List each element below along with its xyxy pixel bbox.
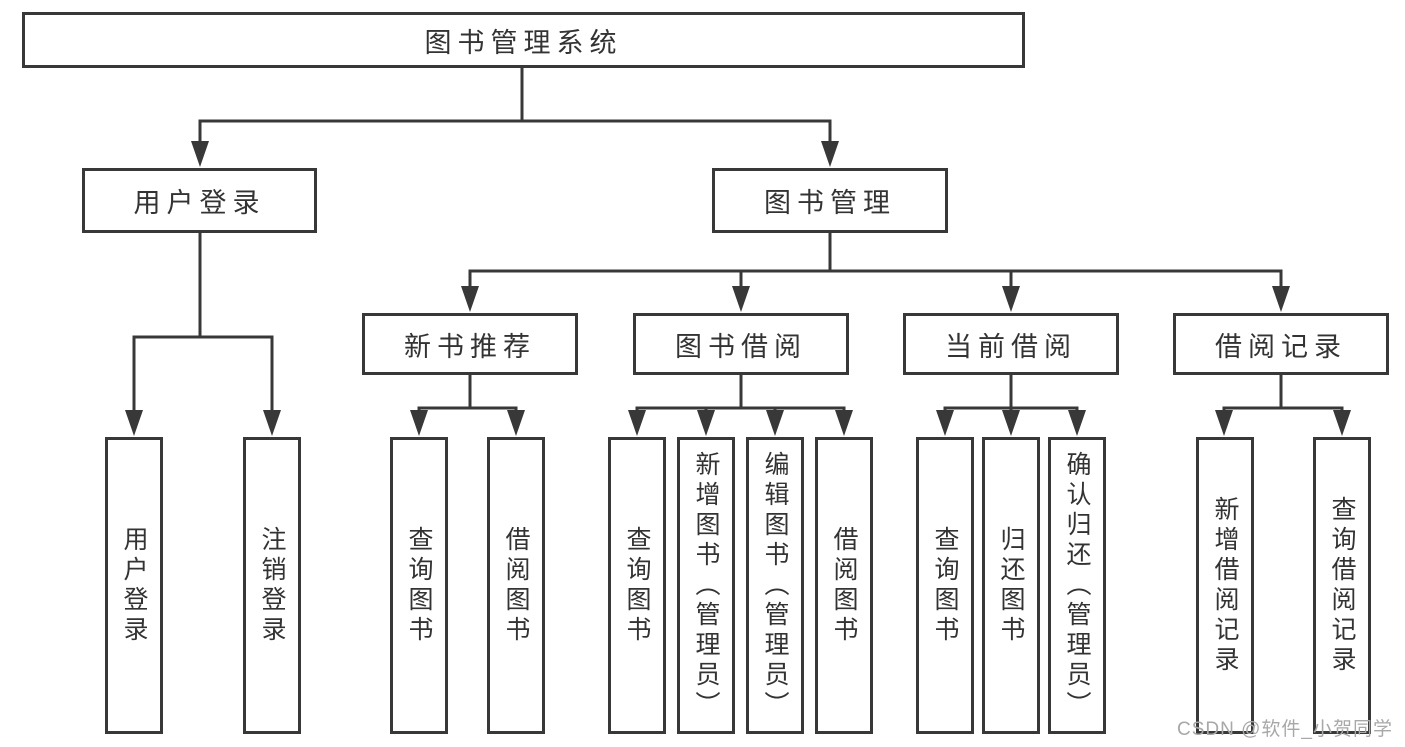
leaf-logout: 注销登录 [243, 437, 301, 734]
node-new-book-recommend: 新书推荐 [362, 313, 578, 375]
leaf-query-borrow-record: 查询借阅记录 [1313, 437, 1371, 734]
arrow-heads [125, 141, 1351, 436]
leaf-confirm-return-admin: 确认归还（管理员） [1048, 437, 1106, 734]
node-current-borrow: 当前借阅 [903, 313, 1119, 375]
leaf-query-books-borrow: 查询图书 [608, 437, 666, 734]
node-borrow-records: 借阅记录 [1173, 313, 1389, 375]
leaf-add-borrow-record: 新增借阅记录 [1196, 437, 1254, 734]
node-user-login: 用户登录 [82, 168, 317, 233]
leaf-query-books-current: 查询图书 [916, 437, 974, 734]
leaf-borrow-books-recommend: 借阅图书 [487, 437, 545, 734]
watermark-text: CSDN @软件_小贺同学 [1177, 719, 1393, 740]
leaf-user-login: 用户登录 [105, 437, 163, 734]
leaf-edit-book-admin: 编辑图书（管理员） [746, 437, 804, 734]
leaf-add-book-admin: 新增图书（管理员） [677, 437, 735, 734]
node-book-management: 图书管理 [712, 168, 948, 233]
leaf-return-book: 归还图书 [982, 437, 1040, 734]
leaf-borrow-books-borrow: 借阅图书 [815, 437, 873, 734]
leaf-query-books-recommend: 查询图书 [390, 437, 448, 734]
node-root-system: 图书管理系统 [22, 12, 1025, 68]
node-book-borrow: 图书借阅 [633, 313, 849, 375]
